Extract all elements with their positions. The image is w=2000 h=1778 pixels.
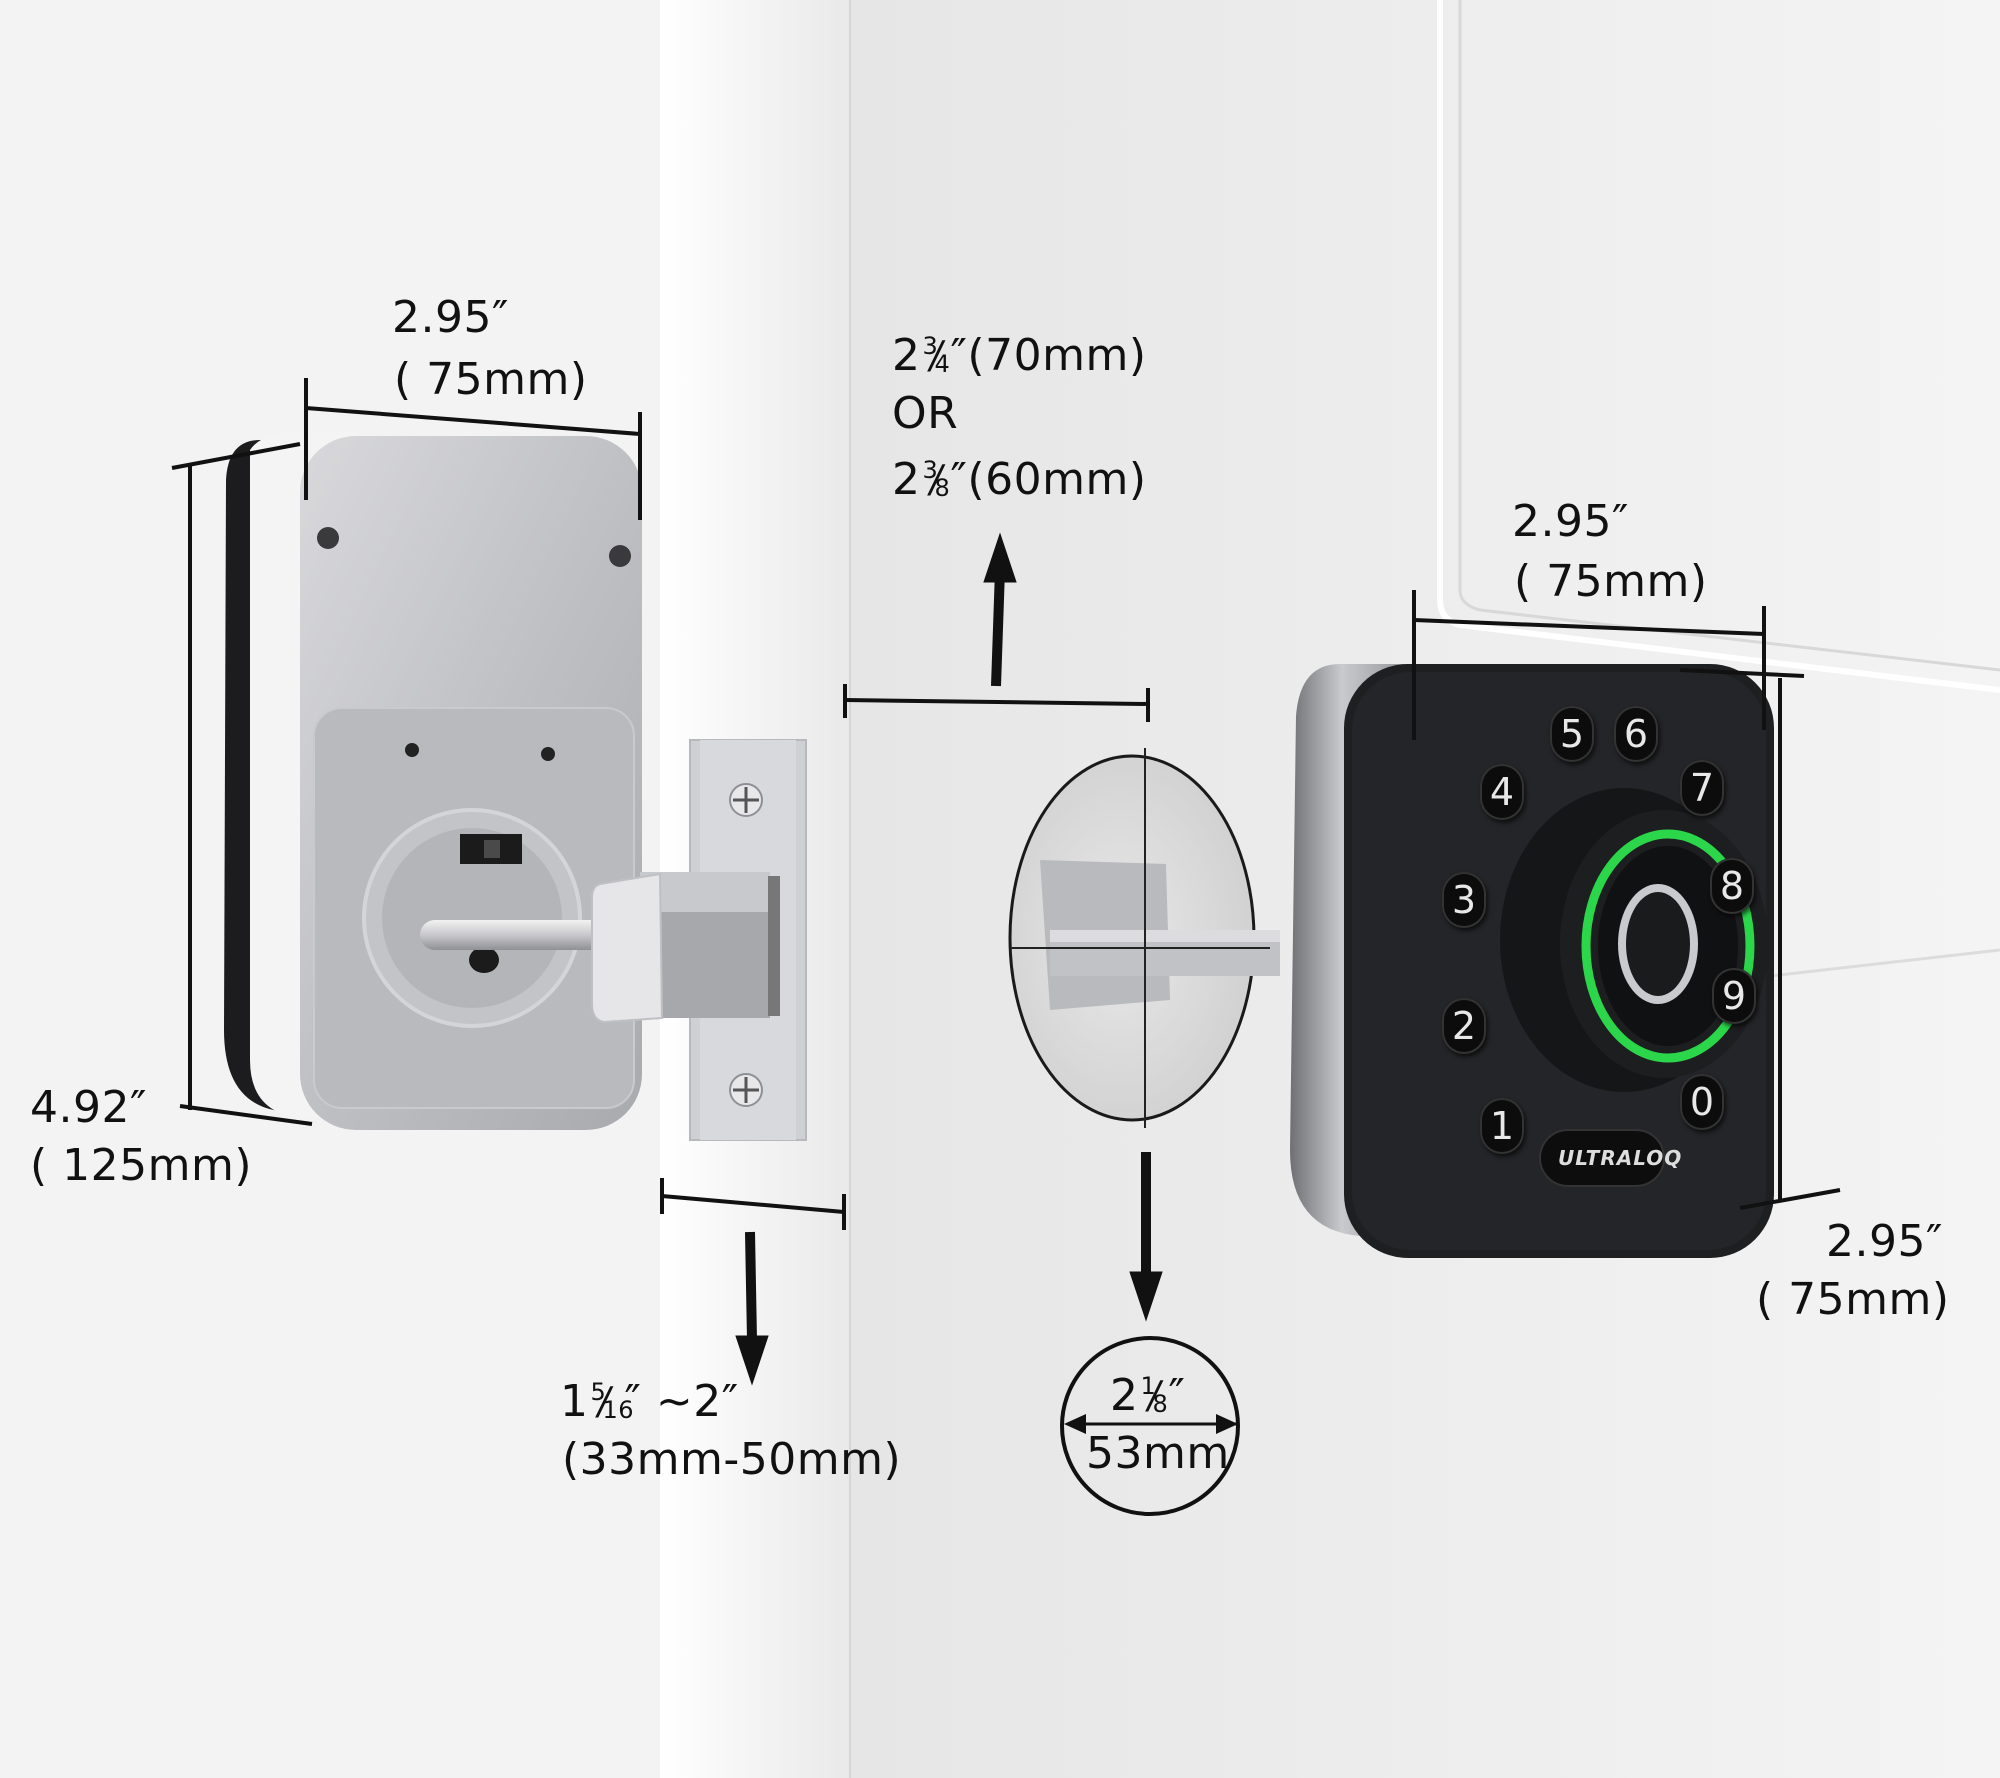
back-plate-height-in: 4.92″ [30,1082,147,1133]
ultraloq-logo: ULTRALOQ [1558,1146,1683,1170]
arrow-down-door-thickness [735,1335,769,1386]
keypad-height-mm: ( 75mm) [1756,1274,1950,1325]
keypad-key-3[interactable]: 3 [1442,872,1486,928]
keypad-key-2[interactable]: 2 [1442,998,1486,1054]
arrows [735,532,1163,1386]
keypad-key-1[interactable]: 1 [1480,1098,1524,1154]
back-plate-height-mm: ( 125mm) [30,1140,253,1191]
keypad-key-6[interactable]: 6 [1614,706,1658,762]
latch [591,739,807,1141]
keypad-width-in: 2.95″ [1512,496,1629,547]
keypad-key-4[interactable]: 4 [1480,764,1524,820]
arrow-down-hole [1129,1271,1163,1322]
back-plate-width-in: 2.95″ [392,292,509,343]
keypad-key-0[interactable]: 0 [1680,1074,1724,1130]
diameter-arrow-left [1064,1414,1086,1434]
back-plate [224,432,680,1130]
keypad-body [1290,664,1774,1258]
dimension-lines [171,378,1841,1516]
arrow-up-backset [983,532,1017,583]
keypad-key-8[interactable]: 8 [1710,858,1754,914]
backset-or: OR [892,388,959,439]
diameter-arrow-right [1216,1414,1238,1434]
door-thickness-mm: (33mm-50mm) [562,1434,902,1485]
bore-hole [1008,748,1280,1128]
keypad-key-5[interactable]: 5 [1550,706,1594,762]
keypad-key-9[interactable]: 9 [1712,968,1756,1024]
keypad-height-in: 2.95″ [1826,1216,1943,1267]
keypad-key-7[interactable]: 7 [1680,760,1724,816]
hole-diameter-mm: 53mm [1086,1428,1230,1479]
back-plate-width-mm: ( 75mm) [394,354,588,405]
keypad-width-mm: ( 75mm) [1514,556,1708,607]
